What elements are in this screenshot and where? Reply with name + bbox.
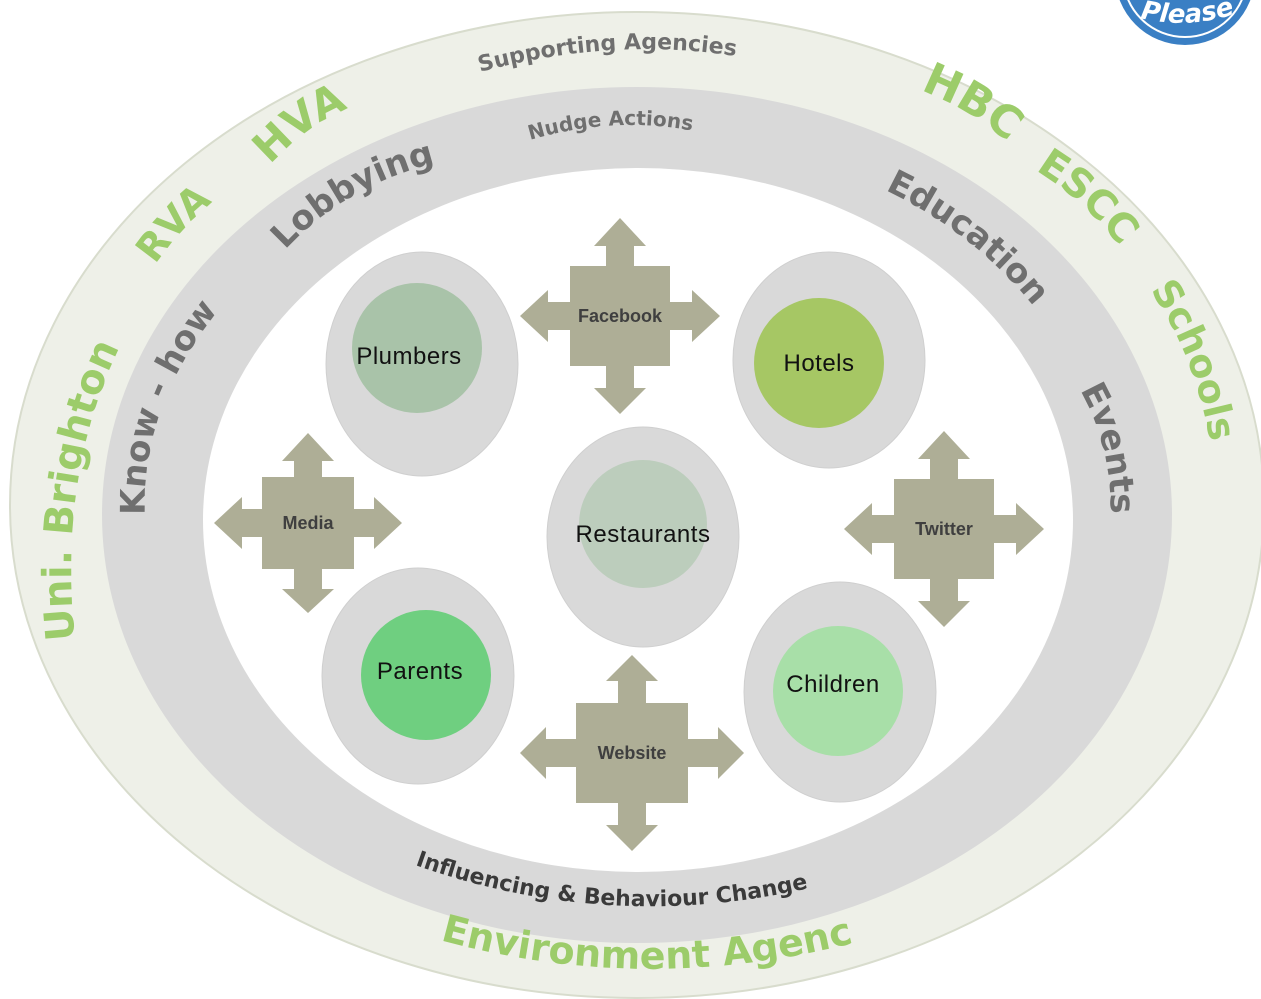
arrow-website: Website bbox=[520, 655, 744, 851]
node-children: Children bbox=[743, 581, 937, 803]
node-label-restaurants: Restaurants bbox=[576, 521, 711, 548]
arrow-facebook: Facebook bbox=[520, 218, 720, 414]
arrow-twitter: Twitter bbox=[844, 431, 1044, 627]
please-badge-ring bbox=[1127, 0, 1243, 38]
arrow-label-media: Media bbox=[282, 513, 334, 533]
arrow-media: Media bbox=[214, 433, 402, 613]
node-label-parents: Parents bbox=[377, 658, 463, 685]
please-badge bbox=[1119, 0, 1251, 45]
node-label-children: Children bbox=[786, 671, 879, 698]
node-hotels: Hotels bbox=[732, 251, 926, 469]
node-label-hotels: Hotels bbox=[783, 350, 854, 377]
node-label-plumbers: Plumbers bbox=[356, 343, 461, 370]
node-restaurants: Restaurants bbox=[546, 426, 740, 648]
node-parents: Parents bbox=[321, 567, 515, 785]
arrow-label-twitter: Twitter bbox=[915, 519, 973, 539]
arrow-label-facebook: Facebook bbox=[578, 306, 663, 326]
node-plumbers: Plumbers bbox=[325, 251, 519, 477]
arrow-label-website: Website bbox=[598, 743, 667, 763]
